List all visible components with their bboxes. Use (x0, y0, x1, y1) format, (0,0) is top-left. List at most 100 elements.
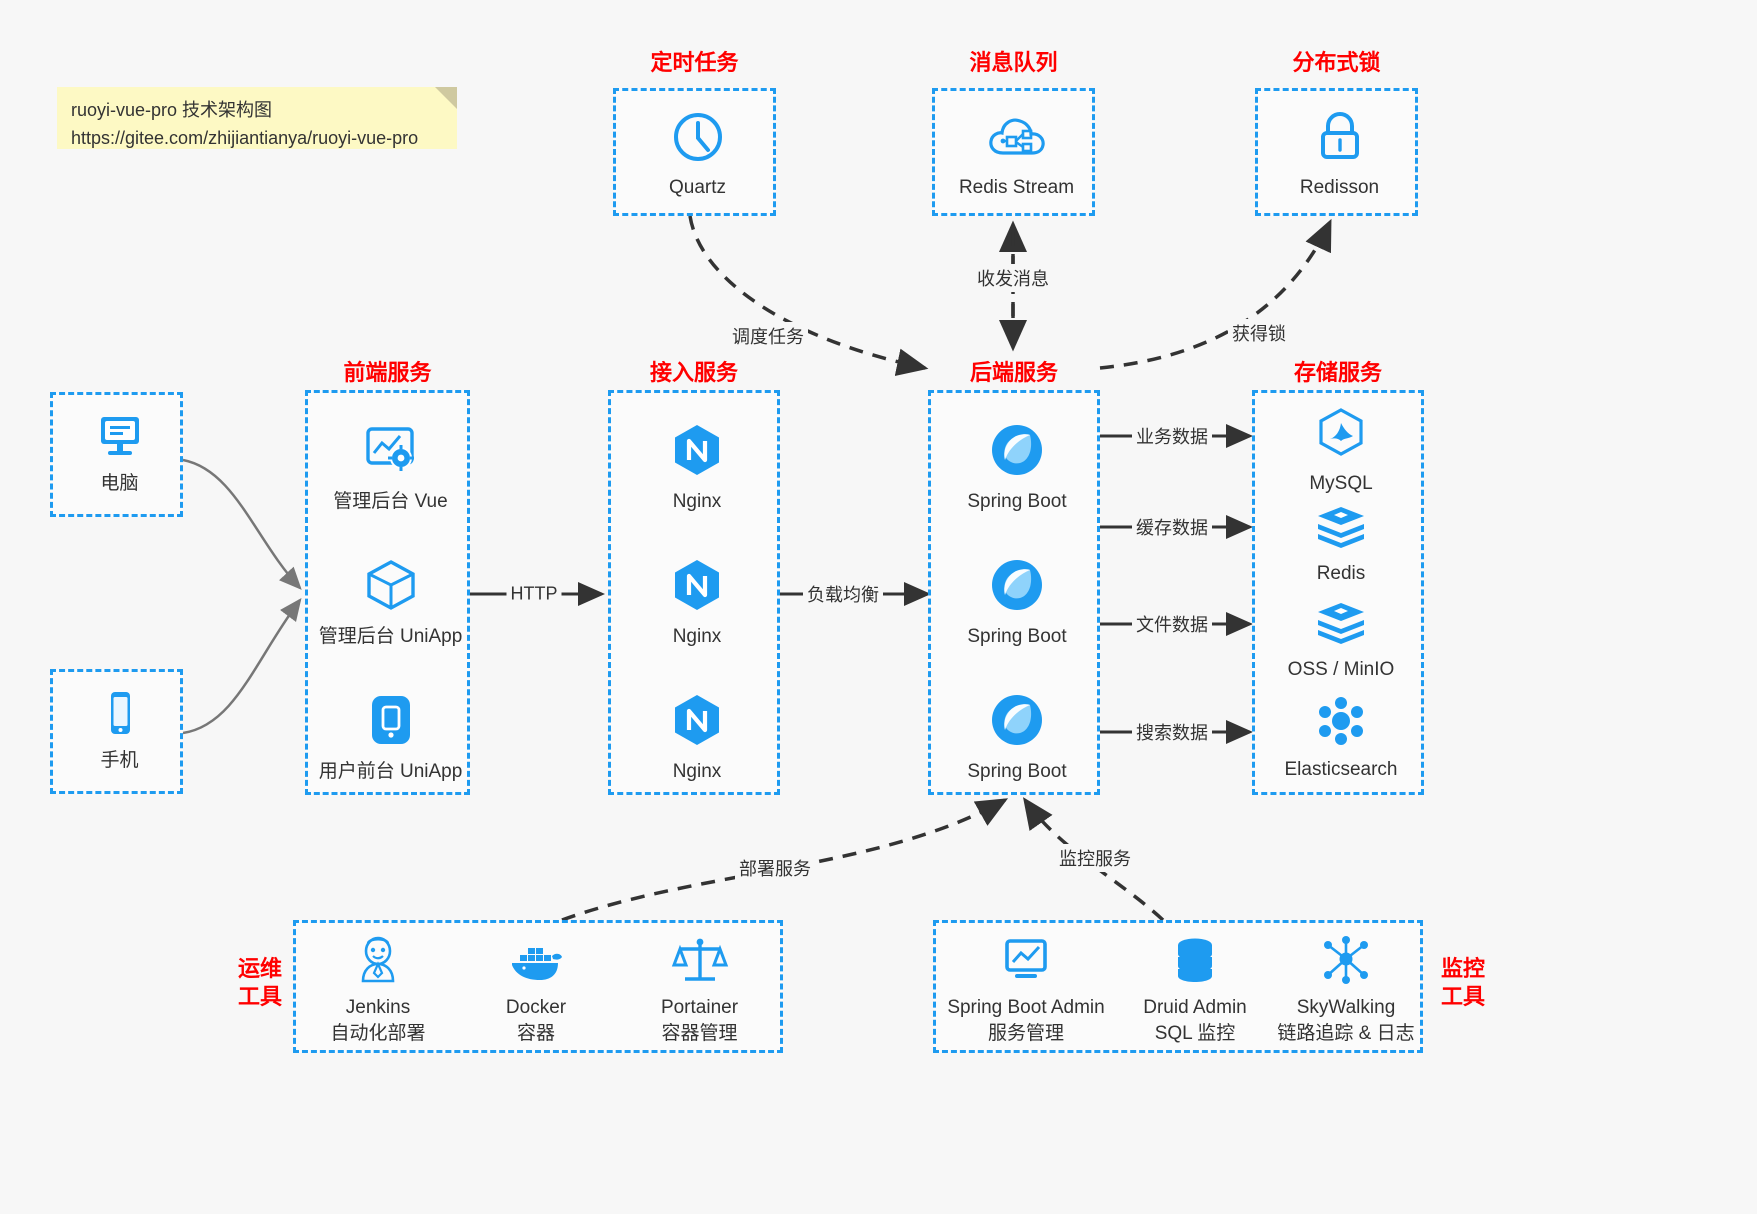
node-label: Spring Boot (967, 761, 1067, 782)
node-label: Spring Boot (967, 626, 1067, 647)
database-icon (1169, 935, 1221, 990)
lock-icon (1314, 109, 1366, 170)
node-nginx-3[interactable]: Nginx (611, 691, 783, 785)
node-mobile[interactable]: 手机 (53, 688, 186, 774)
group-box-devops: Jenkins 自动化部署 Docker 容器 (293, 920, 783, 1053)
oss-icon (1314, 599, 1368, 652)
node-label: Spring Boot (967, 491, 1067, 512)
node-user-uniapp[interactable]: 用户前台 UniApp (308, 691, 473, 785)
node-label: 手机 (100, 750, 139, 771)
group-header-monitor: 监控 工具 (1428, 955, 1498, 1010)
edge-label: 负载均衡 (803, 580, 883, 608)
nginx-icon (668, 421, 726, 484)
node-admin-uniapp[interactable]: 管理后台 UniApp (308, 556, 473, 650)
edge-label: 文件数据 (1132, 610, 1212, 638)
group-header-frontend: 前端服务 (343, 360, 432, 385)
node-spring-boot-3[interactable]: Spring Boot (931, 691, 1103, 785)
node-redis[interactable]: Redis (1255, 503, 1427, 587)
group-header-storage: 存储服务 (1293, 360, 1382, 385)
node-spring-boot-admin[interactable]: Spring Boot Admin 服务管理 (936, 935, 1116, 1046)
nginx-icon (668, 691, 726, 754)
skywalking-icon (1318, 935, 1374, 990)
node-label: MySQL (1309, 473, 1373, 494)
node-label: OSS / MinIO (1287, 659, 1395, 680)
docker-icon (506, 935, 566, 990)
node-label: Druid Admin (1143, 997, 1247, 1018)
node-oss-minio[interactable]: OSS / MinIO (1255, 599, 1427, 683)
cloud-stream-icon (987, 109, 1047, 170)
node-label: 电脑 (100, 473, 139, 494)
group-box-scheduler: Quartz (613, 88, 776, 216)
node-label: Spring Boot Admin (947, 997, 1105, 1018)
monitor-screen-icon (997, 935, 1055, 990)
node-elasticsearch[interactable]: Elasticsearch (1255, 695, 1427, 783)
phone-app-icon (360, 691, 422, 754)
node-label: Nginx (672, 491, 722, 512)
node-portainer[interactable]: Portainer 容器管理 (622, 935, 777, 1046)
node-spring-boot-1[interactable]: Spring Boot (931, 421, 1103, 515)
node-sublabel: 服务管理 (987, 1022, 1064, 1044)
group-box-monitor: Spring Boot Admin 服务管理 Druid Admin SQL 监… (933, 920, 1423, 1053)
node-label: Redis (1316, 563, 1366, 584)
node-sublabel: 容器 (516, 1022, 555, 1044)
spring-boot-icon (988, 421, 1046, 484)
node-sublabel: SQL 监控 (1154, 1022, 1236, 1044)
spring-boot-icon (988, 691, 1046, 754)
node-redis-stream[interactable]: Redis Stream (935, 109, 1098, 201)
redis-icon (1314, 503, 1368, 556)
node-admin-vue[interactable]: 管理后台 Vue (308, 421, 473, 515)
group-box-frontend: 管理后台 Vue 管理后台 UniApp 用户前台 UniApp (305, 390, 470, 795)
group-box-gateway: Nginx Nginx Nginx (608, 390, 780, 795)
edge-label: 业务数据 (1132, 422, 1212, 450)
elasticsearch-icon (1314, 695, 1368, 752)
monitor-title-line1: 监控 (1440, 956, 1485, 981)
group-header-backend: 后端服务 (969, 360, 1058, 385)
group-header-mq: 消息队列 (969, 50, 1058, 75)
node-desktop[interactable]: 电脑 (53, 411, 186, 497)
edge-label: 获得锁 (1228, 319, 1290, 347)
node-label: Quartz (668, 177, 727, 198)
node-label: Nginx (672, 626, 722, 647)
node-label: Redisson (1299, 177, 1380, 198)
node-mysql[interactable]: MySQL (1255, 407, 1427, 497)
node-nginx-2[interactable]: Nginx (611, 556, 783, 650)
group-box-backend: Spring Boot Spring Boot Spring Boot (928, 390, 1100, 795)
edge-label: HTTP (506, 582, 562, 606)
node-label: Nginx (672, 761, 722, 782)
node-label: 用户前台 UniApp (318, 761, 463, 782)
node-docker[interactable]: Docker 容器 (462, 935, 610, 1046)
mysql-icon (1314, 407, 1368, 466)
node-quartz[interactable]: Quartz (616, 109, 779, 201)
edge-label: 部署服务 (735, 854, 815, 882)
node-label: Jenkins (345, 997, 411, 1018)
note-fold-corner (435, 87, 457, 109)
node-skywalking[interactable]: SkyWalking 链路追踪 & 日志 (1266, 935, 1426, 1046)
node-nginx-1[interactable]: Nginx (611, 421, 783, 515)
architecture-note: ruoyi-vue-pro 技术架构图 https://gitee.com/zh… (57, 87, 457, 149)
node-label: Docker (505, 997, 567, 1018)
node-druid-admin[interactable]: Druid Admin SQL 监控 (1121, 935, 1269, 1046)
jenkins-icon (350, 935, 406, 990)
node-label: Redis Stream (958, 177, 1075, 198)
group-header-devops: 运维 工具 (225, 955, 295, 1010)
node-sublabel: 容器管理 (661, 1022, 738, 1044)
node-spring-boot-2[interactable]: Spring Boot (931, 556, 1103, 650)
cube-icon (360, 556, 422, 619)
node-redisson[interactable]: Redisson (1258, 109, 1421, 201)
edge-label: 缓存数据 (1132, 513, 1212, 541)
portainer-icon (671, 935, 729, 990)
note-url: https://gitee.com/zhijiantianya/ruoyi-vu… (71, 127, 419, 148)
node-jenkins[interactable]: Jenkins 自动化部署 (304, 935, 452, 1046)
edge-label: 监控服务 (1055, 844, 1135, 872)
group-box-client-mobile: 手机 (50, 669, 183, 794)
node-label: 管理后台 UniApp (318, 626, 463, 647)
clock-icon (670, 109, 726, 170)
node-label: 管理后台 Vue (333, 491, 448, 512)
group-box-mq: Redis Stream (932, 88, 1095, 216)
edge-label: 收发消息 (973, 264, 1053, 292)
monitor-title-line2: 工具 (1440, 983, 1485, 1009)
group-box-lock: Redisson (1255, 88, 1418, 216)
spring-boot-icon (988, 556, 1046, 619)
devops-title-line1: 运维 (237, 956, 282, 981)
desktop-icon (94, 411, 146, 466)
